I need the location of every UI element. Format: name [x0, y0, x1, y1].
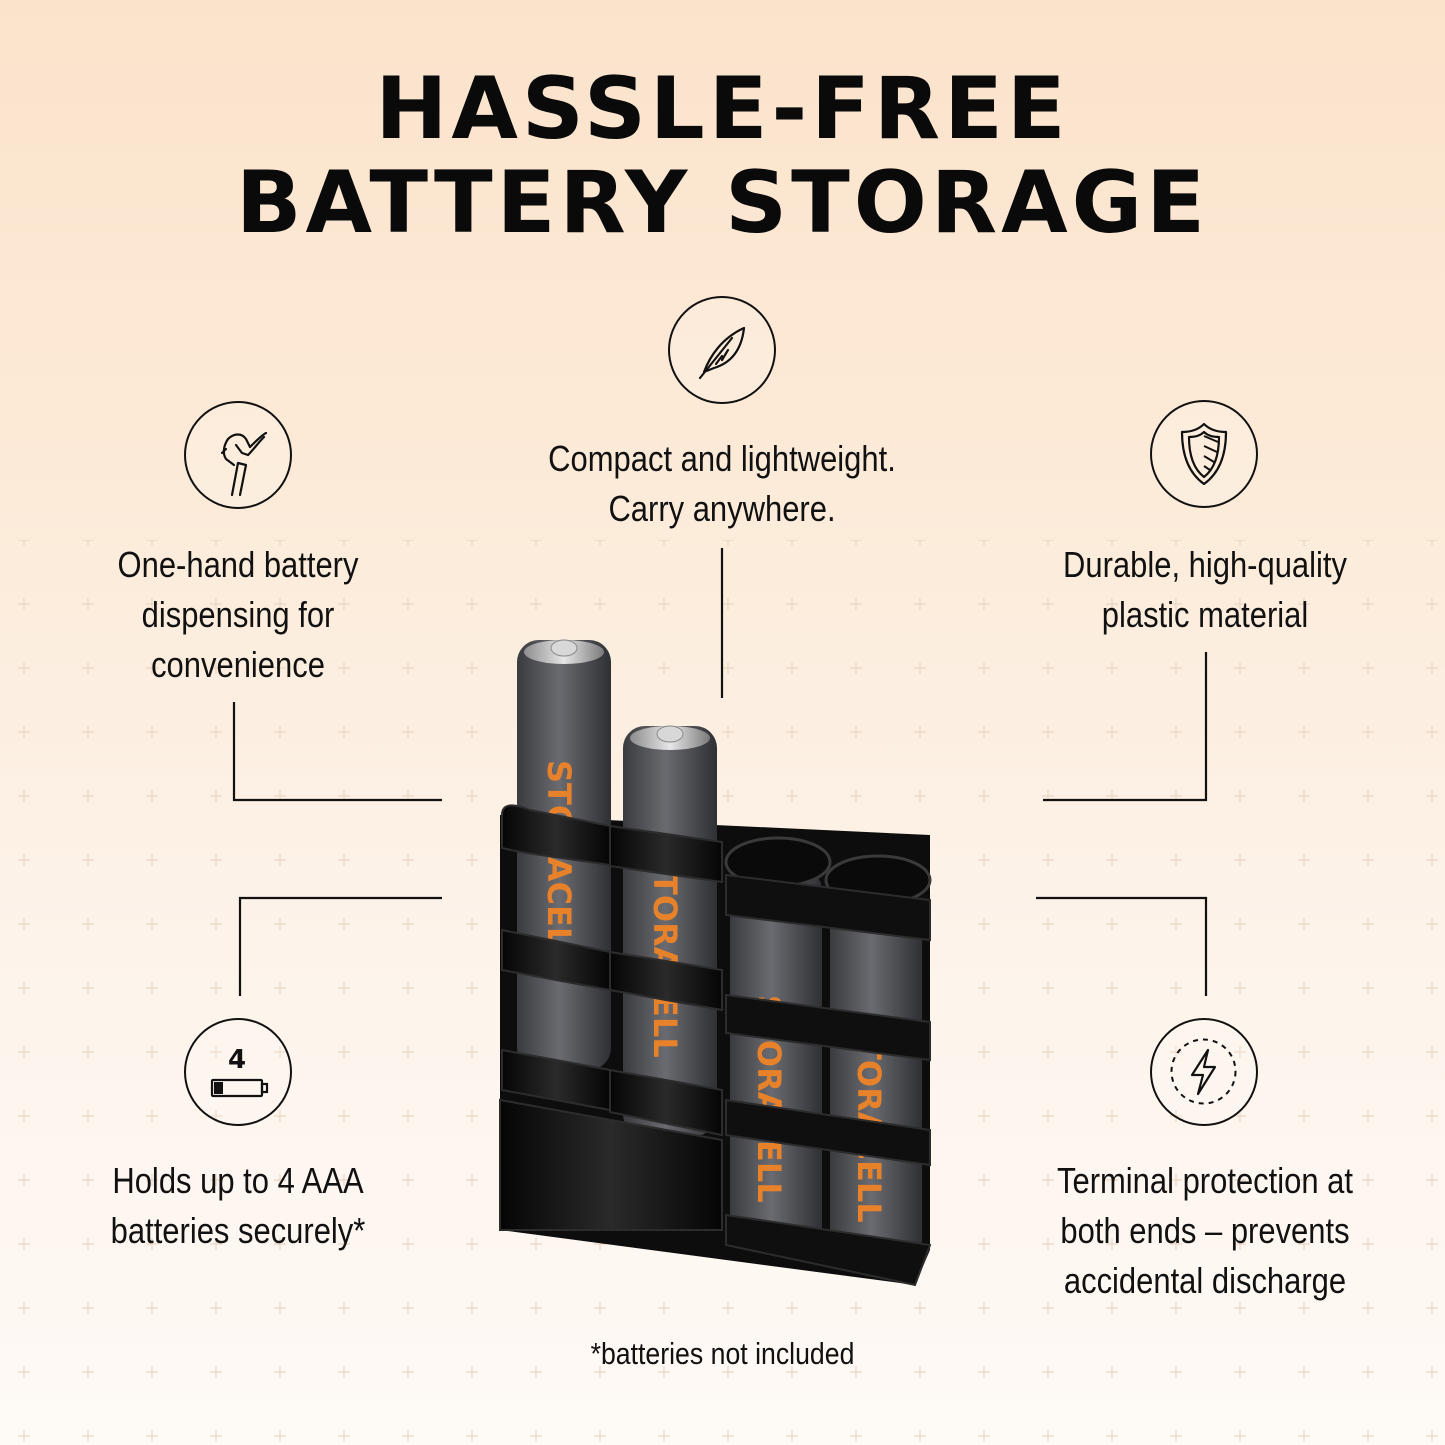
feature-durable-caption: Durable, high-quality plastic material [1033, 540, 1377, 640]
feature-terminal-line-2: both ends – prevents [1060, 1210, 1350, 1251]
holder-open-slots [724, 836, 932, 1287]
holder-front [499, 804, 723, 1231]
feature-compact-line-2: Carry anywhere. [608, 488, 836, 529]
feather-icon [698, 326, 746, 380]
feature-compact-line-1: Compact and lightweight. [548, 438, 896, 479]
battery-count-icon: 4 [210, 1045, 269, 1098]
hand-pinch-icon [220, 431, 268, 497]
battery-holder-image: STORACELL STORACELL STORACELL STORACELL [499, 639, 932, 1287]
headline-line-1: HASSLE-FREE [375, 59, 1070, 159]
feature-capacity-line-1: Holds up to 4 AAA [112, 1160, 364, 1201]
battery-1-label: STORACELL [540, 760, 578, 968]
lightning-bolt-icon [1170, 1038, 1237, 1105]
battery-3: STORACELL [730, 870, 822, 1250]
feature-capacity-caption: Holds up to 4 AAA batteries securely* [66, 1156, 410, 1256]
feature-one-hand-line-2: dispensing for [141, 594, 335, 635]
connector-one-hand [232, 702, 442, 802]
feature-durable-icon-circle [1150, 400, 1258, 508]
feature-durable-line-2: plastic material [1101, 594, 1309, 635]
feature-terminal-icon-circle [1150, 1018, 1258, 1126]
feature-terminal-line-3: accidental discharge [1063, 1260, 1347, 1301]
headline-line-2: BATTERY STORAGE [235, 153, 1210, 253]
feature-one-hand-line-1: One-hand battery [117, 544, 359, 585]
footnote: *batteries not included [590, 1336, 855, 1371]
feature-terminal-caption: Terminal protection at both ends – preve… [1033, 1156, 1377, 1306]
feature-compact-caption: Compact and lightweight. Carry anywhere. [507, 434, 937, 534]
battery-2-label: STORACELL [646, 850, 684, 1058]
shield-icon [1180, 422, 1228, 486]
battery-2: STORACELL [623, 725, 717, 1136]
battery-4: STORACELL [830, 890, 922, 1260]
feature-one-hand-icon-circle [184, 401, 292, 509]
feature-compact-icon-circle [668, 296, 776, 404]
feature-terminal-line-1: Terminal protection at [1056, 1160, 1353, 1201]
feature-one-hand-caption: One-hand battery dispensing for convenie… [66, 540, 410, 690]
connector-terminal [1036, 896, 1208, 996]
feature-one-hand-line-3: convenience [151, 644, 325, 685]
headline: HASSLE-FREE BATTERY STORAGE [0, 62, 1445, 250]
battery-count-badge: 4 [228, 1045, 246, 1075]
connector-durable [1043, 652, 1208, 802]
connector-capacity [238, 896, 442, 996]
feature-durable-line-1: Durable, high-quality [1063, 544, 1347, 585]
feature-capacity-line-2: batteries securely* [110, 1210, 366, 1251]
feature-capacity-icon-circle: 4 [184, 1018, 292, 1126]
